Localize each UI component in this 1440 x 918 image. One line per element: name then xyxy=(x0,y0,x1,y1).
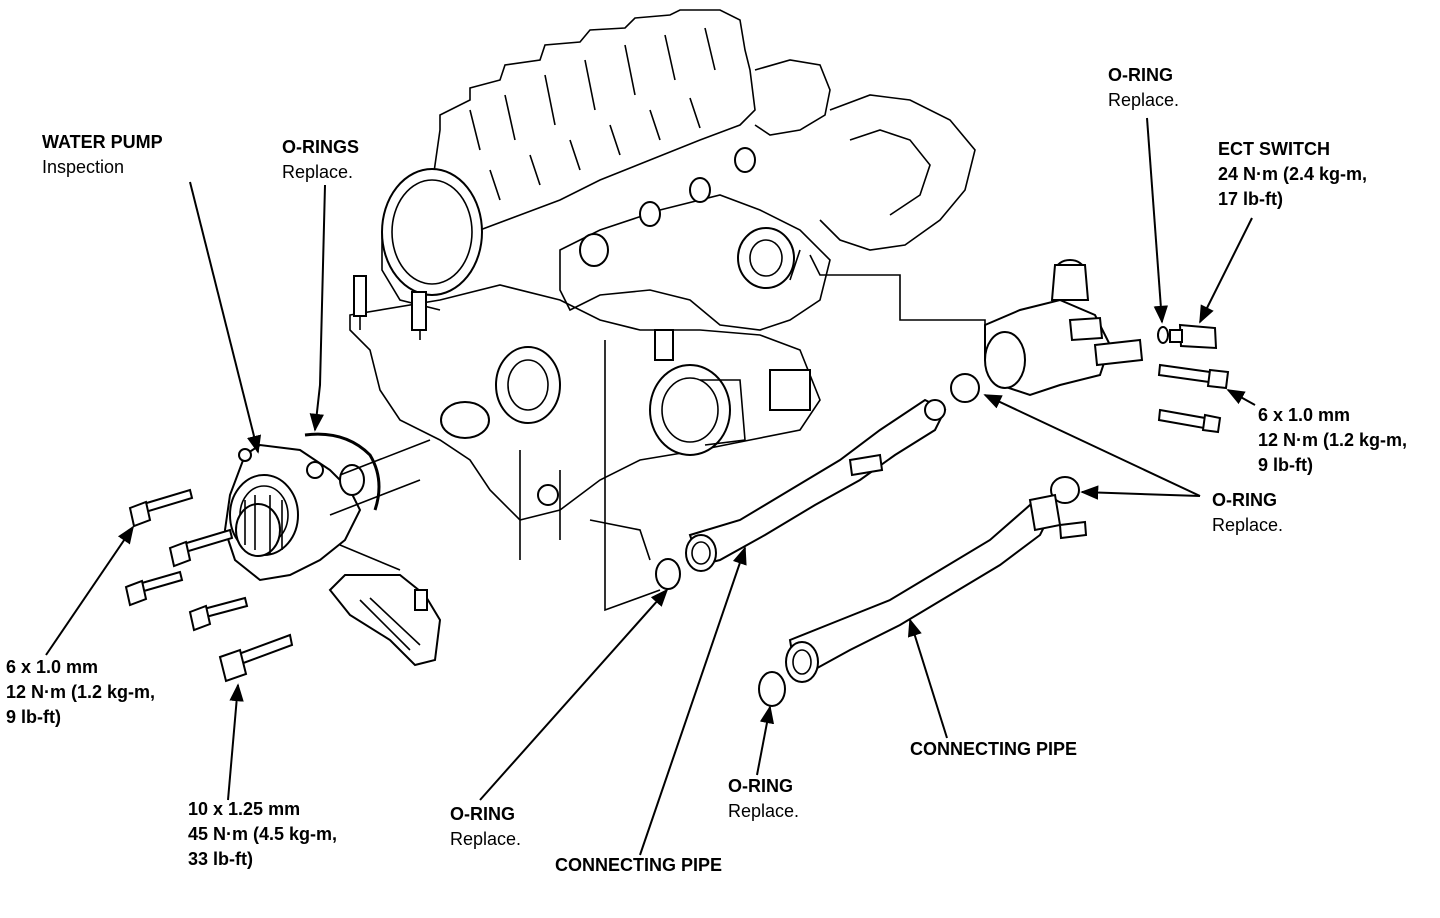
ect-switch-torque-lbft: 17 lb-ft) xyxy=(1218,189,1283,209)
alignment-lines xyxy=(329,249,801,612)
bolt-right-size: 6 x 1.0 mm xyxy=(1258,405,1351,425)
label-o-ring-right: O-RING Replace. xyxy=(1212,488,1283,538)
bolt-left-torque-lbft: 9 lb-ft) xyxy=(6,707,61,727)
label-o-ring-top-right: O-RING Replace. xyxy=(1108,63,1179,113)
arrow-ect-switch xyxy=(1199,217,1253,324)
arrow-connecting-pipe-bottom xyxy=(639,546,747,856)
o-rings-top-sub: Replace. xyxy=(282,162,354,182)
thermostat-housing xyxy=(984,259,1230,434)
engine-block xyxy=(349,9,986,561)
o-ring-right-title: O-RING xyxy=(1212,490,1277,510)
label-bolt-left: 6 x 1.0 mm 12 N·m (1.2 kg-m, 9 lb-ft) xyxy=(6,655,155,730)
arrow-o-ring-bottom-left xyxy=(479,588,669,801)
arrow-o-ring-right-a xyxy=(983,394,1201,497)
label-connecting-pipe-right: CONNECTING PIPE xyxy=(910,737,1077,762)
label-connecting-pipe-bottom: CONNECTING PIPE xyxy=(555,853,722,878)
arrow-water-pump xyxy=(189,181,262,454)
arrow-bolt-bottom xyxy=(227,683,244,801)
connecting-pipe-upper xyxy=(655,373,980,590)
o-ring-bottom-left-title: O-RING xyxy=(450,804,515,824)
water-pump-sub: Inspection xyxy=(42,157,125,177)
arrow-o-rings xyxy=(309,184,326,432)
label-bolt-bottom: 10 x 1.25 mm 45 N·m (4.5 kg-m, 33 lb-ft) xyxy=(188,797,337,872)
bolt-right-torque-lbft: 9 lb-ft) xyxy=(1258,455,1313,475)
ect-switch-title: ECT SWITCH xyxy=(1218,139,1330,159)
label-water-pump: WATER PUMP Inspection xyxy=(42,130,163,180)
water-pump-title: WATER PUMP xyxy=(42,132,163,152)
arrow-o-ring-bottom-mid xyxy=(756,705,775,776)
mount-bracket xyxy=(328,574,442,667)
label-o-rings-top: O-RINGS Replace. xyxy=(282,135,359,185)
bolt-bottom-torque-lbft: 33 lb-ft) xyxy=(188,849,253,869)
o-ring-top-right-title: O-RING xyxy=(1108,65,1173,85)
connecting-pipe-lower xyxy=(758,476,1088,707)
arrow-bolt-left xyxy=(45,525,135,656)
bolt-bottom-torque: 45 N·m (4.5 kg-m, xyxy=(188,824,338,844)
o-ring-bottom-mid-title: O-RING xyxy=(728,776,793,796)
bolts-left xyxy=(124,488,294,683)
o-ring-bottom-mid-sub: Replace. xyxy=(728,801,800,821)
label-o-ring-bottom-left: O-RING Replace. xyxy=(450,802,521,852)
bolt-bottom-size: 10 x 1.25 mm xyxy=(188,799,301,819)
arrow-connecting-pipe-right xyxy=(907,618,948,739)
bolt-left-torque: 12 N·m (1.2 kg-m, xyxy=(6,682,156,702)
connecting-pipe-right-title: CONNECTING PIPE xyxy=(910,739,1078,759)
o-ring-bottom-left-sub: Replace. xyxy=(450,829,522,849)
label-bolt-right: 6 x 1.0 mm 12 N·m (1.2 kg-m, 9 lb-ft) xyxy=(1258,403,1407,478)
leader-arrows xyxy=(45,117,1256,856)
o-ring-right-sub: Replace. xyxy=(1212,515,1284,535)
arrow-o-ring-top-right xyxy=(1146,117,1168,324)
bolt-left-size: 6 x 1.0 mm xyxy=(6,657,99,677)
o-rings-top-title: O-RINGS xyxy=(282,137,360,157)
arrow-bolt-right xyxy=(1226,389,1256,406)
bolt-right-torque: 12 N·m (1.2 kg-m, xyxy=(1258,430,1408,450)
arrow-o-ring-right-b xyxy=(1080,485,1201,500)
ect-switch-torque: 24 N·m (2.4 kg-m, xyxy=(1218,164,1368,184)
o-ring-top-right-sub: Replace. xyxy=(1108,90,1180,110)
connecting-pipe-bottom-title: CONNECTING PIPE xyxy=(555,855,723,875)
label-o-ring-bottom-mid: O-RING Replace. xyxy=(728,774,799,824)
label-ect-switch: ECT SWITCH 24 N·m (2.4 kg-m, 17 lb-ft) xyxy=(1218,137,1367,212)
water-pump xyxy=(223,432,381,582)
